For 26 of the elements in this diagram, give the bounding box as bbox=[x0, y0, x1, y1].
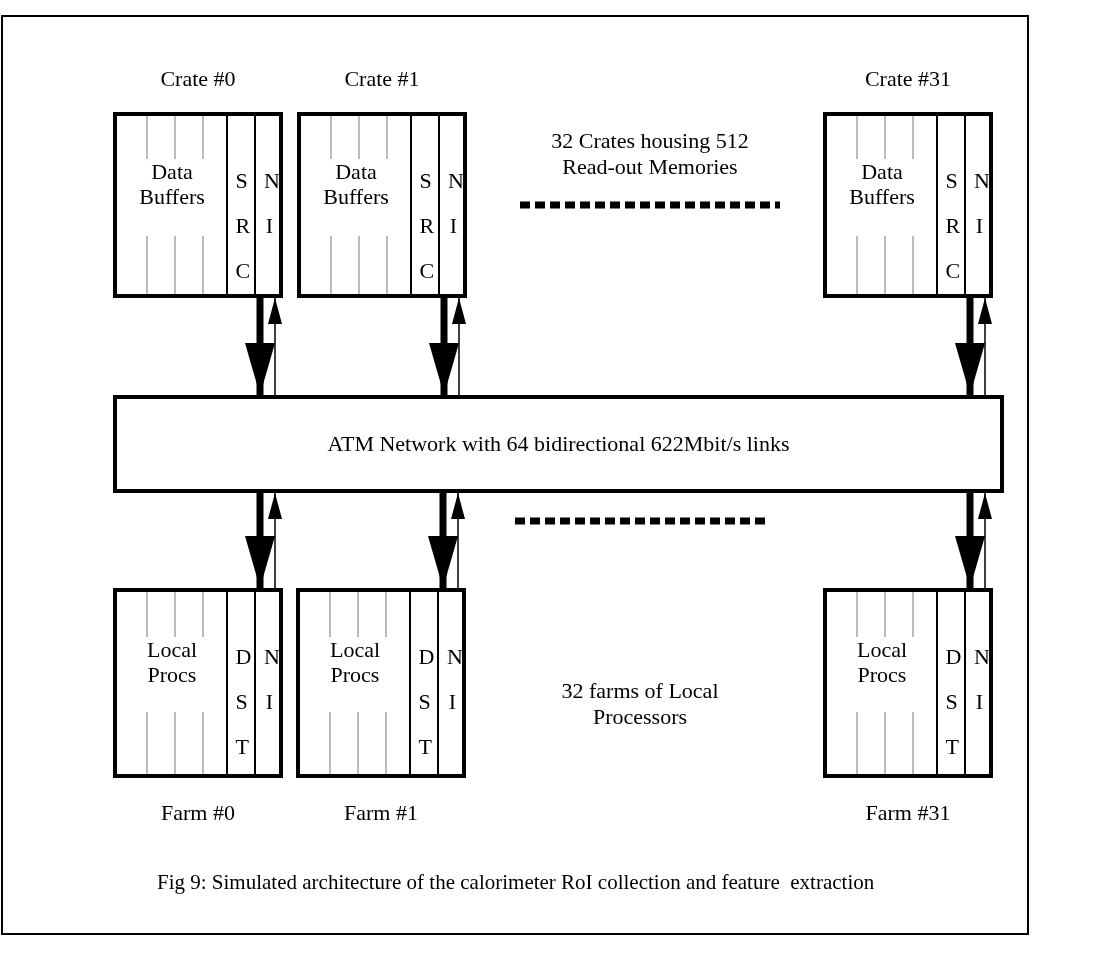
arrow bbox=[428, 493, 458, 588]
module-column bbox=[936, 592, 964, 774]
arrow bbox=[452, 297, 466, 396]
note-text: 32 farms of Local Processors bbox=[560, 678, 720, 730]
arrow bbox=[978, 492, 992, 589]
farm-label: Farm #0 bbox=[161, 800, 235, 826]
figure-caption: Fig 9: Simulated architecture of the calorimeter RoI collection and feature extraction bbox=[157, 870, 875, 895]
arrow bbox=[978, 297, 992, 396]
crate-label: Crate #0 bbox=[160, 66, 236, 92]
arrow bbox=[955, 298, 985, 395]
farm-label: Farm #31 bbox=[865, 800, 951, 826]
note-text: 32 Crates housing 512 Read-out Memories bbox=[550, 128, 750, 180]
module-column bbox=[409, 592, 437, 774]
arrow bbox=[268, 297, 282, 396]
arrow bbox=[451, 492, 465, 589]
crate-label: Crate #1 bbox=[344, 66, 420, 92]
network-label: ATM Network with 64 bidirectional 622Mbit/s links bbox=[327, 431, 790, 457]
arrow bbox=[245, 298, 275, 395]
farm-label: Farm #1 bbox=[344, 800, 418, 826]
arrow bbox=[268, 492, 282, 589]
network-box bbox=[113, 395, 1004, 493]
crate-label: Crate #31 bbox=[864, 66, 952, 92]
arrow bbox=[955, 493, 985, 588]
arrow bbox=[429, 298, 459, 395]
arrow bbox=[245, 493, 275, 588]
module-column bbox=[226, 592, 254, 774]
